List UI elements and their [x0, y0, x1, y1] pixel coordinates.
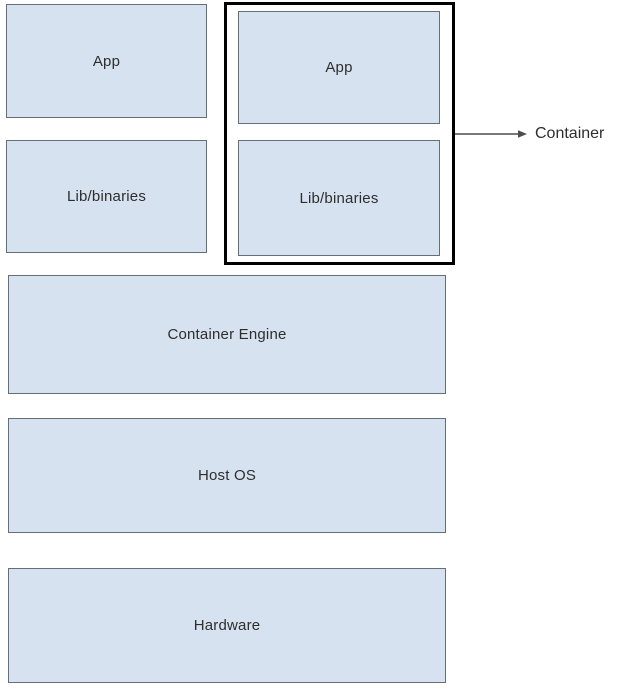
hardware-box: Hardware [8, 568, 446, 683]
app-box-container-label: App [325, 59, 353, 76]
container-engine-label: Container Engine [167, 326, 287, 343]
container-callout-label: Container [535, 125, 605, 142]
app-box-left: App [6, 4, 207, 118]
hardware-label: Hardware [193, 617, 261, 634]
app-box-container: App [238, 11, 440, 124]
app-box-left-label: App [92, 52, 121, 70]
lib-binaries-box-left: Lib/binaries [6, 140, 207, 253]
lib-binaries-box-container: Lib/binaries [238, 140, 440, 256]
container-callout-arrow-icon [455, 130, 527, 138]
container-engine-box: Container Engine [8, 275, 446, 394]
container-boundary: App Lib/binaries [224, 2, 455, 265]
lib-binaries-box-container-label: Lib/binaries [299, 189, 379, 207]
host-os-label: Host OS [197, 467, 257, 484]
host-os-box: Host OS [8, 418, 446, 533]
lib-binaries-box-left-label: Lib/binaries [66, 188, 147, 205]
